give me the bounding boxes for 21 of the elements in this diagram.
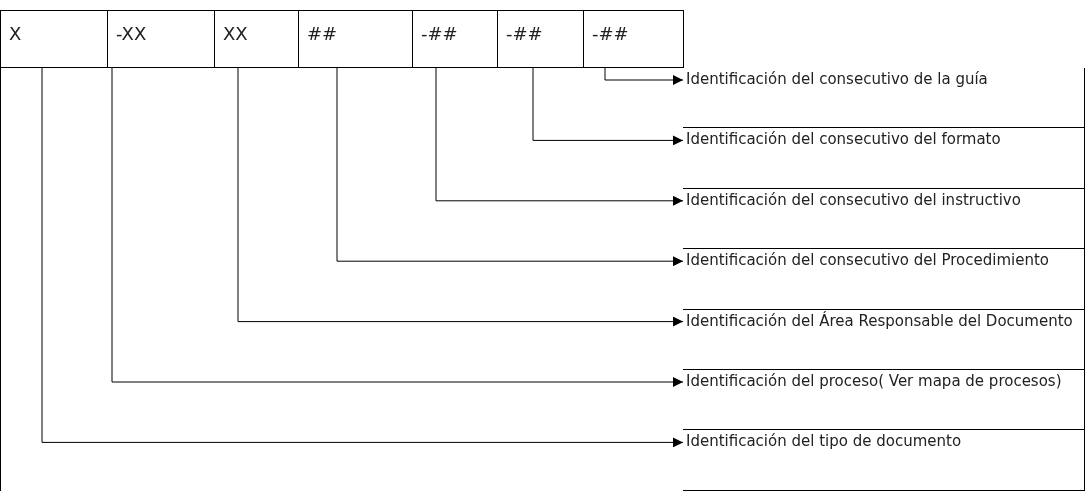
description-box: Identificación del consecutivo del Procedimiento (683, 249, 1085, 310)
code-segment: -## (412, 10, 497, 68)
description-box: Identificación del consecutivo del formato (683, 128, 1085, 189)
leader-arrow (435, 67, 684, 206)
code-segment: ## (298, 10, 412, 68)
code-segment: XX (214, 10, 298, 68)
description-box: Identificación del tipo de documento (683, 430, 1085, 491)
leader-arrow (41, 67, 684, 448)
leader-arrow (336, 67, 684, 267)
code-segment: X (0, 10, 107, 68)
code-segment: -XX (107, 10, 214, 68)
description-box: Identificación del consecutivo del instructivo (683, 188, 1085, 250)
leader-arrow (604, 67, 684, 85)
description-box: Identificación del consecutivo de la guía (683, 68, 1085, 129)
description-box: Identificación del Área Responsable del Documento (683, 309, 1085, 370)
leader-arrow (532, 67, 684, 146)
leader-arrow (111, 67, 684, 387)
code-segment: -## (583, 10, 683, 68)
code-segment: -## (497, 10, 583, 68)
description-box: Identificación del proceso( Ver mapa de procesos) (683, 370, 1085, 431)
leader-arrow (237, 67, 684, 327)
